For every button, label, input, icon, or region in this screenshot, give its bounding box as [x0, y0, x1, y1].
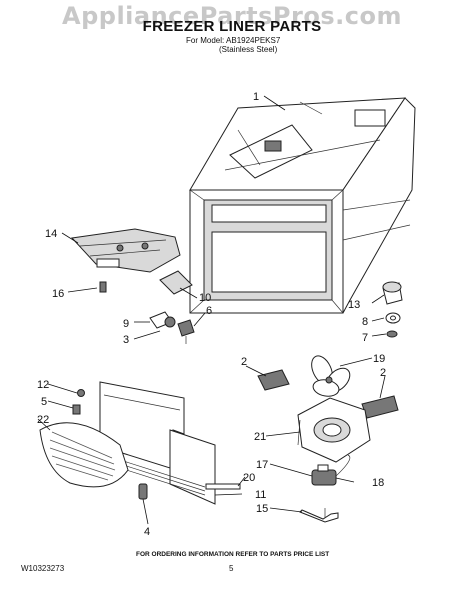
part-12-screw[interactable]	[77, 389, 85, 397]
callout-14: 14	[45, 228, 57, 240]
part-9-sensor[interactable]	[149, 311, 176, 329]
callout-16: 16	[52, 288, 64, 300]
part-14-evaporator-cover[interactable]	[70, 228, 181, 273]
part-16-screw[interactable]	[99, 281, 107, 293]
part-21-fan-housing[interactable]	[297, 397, 371, 463]
callout-12: 12	[37, 379, 49, 391]
watermark: AppliancePartsPros.com	[62, 2, 402, 30]
part-2-gasket-left[interactable]	[257, 369, 290, 391]
callout-15: 15	[256, 503, 268, 515]
part-7-retainer[interactable]	[386, 330, 398, 338]
document-code: W10323273	[21, 564, 65, 573]
ordering-note: FOR ORDERING INFORMATION REFER TO PARTS …	[136, 551, 330, 558]
callout-19: 19	[373, 353, 385, 365]
callout-22: 22	[37, 414, 49, 426]
callout-21: 21	[254, 431, 266, 443]
callout-9: 9	[123, 318, 129, 330]
callout-4: 4	[144, 526, 150, 538]
model-finish: (Stainless Steel)	[219, 45, 278, 54]
callout-10: 10	[199, 292, 211, 304]
callout-8: 8	[362, 316, 368, 328]
callout-3: 3	[123, 334, 129, 346]
part-4-socket[interactable]	[138, 483, 148, 500]
part-15-motor-bracket[interactable]	[299, 508, 339, 523]
callout-17: 17	[256, 459, 268, 471]
part-1-freezer-liner[interactable]	[189, 97, 416, 314]
callout-11: 11	[255, 489, 266, 501]
callout-18: 18	[372, 477, 384, 489]
part-5-clip[interactable]	[72, 404, 81, 415]
callout-5: 5	[41, 396, 47, 408]
page-number: 5	[229, 564, 234, 573]
callout-6: 6	[206, 305, 212, 317]
part-13-knob[interactable]	[382, 281, 403, 305]
callout-2b: 2	[380, 367, 386, 379]
leader-lines	[37, 95, 387, 525]
part-2-gasket-right[interactable]	[361, 395, 399, 419]
callout-1: 1	[253, 91, 259, 103]
part-20-strip[interactable]	[205, 483, 241, 490]
part-8-washer[interactable]	[385, 312, 401, 324]
part-22-vent-grille[interactable]	[39, 422, 129, 488]
page-title: FREEZER LINER PARTS	[142, 18, 322, 35]
part-19-fan-blade[interactable]	[308, 353, 355, 399]
callout-7: 7	[362, 332, 368, 344]
model-number: For Model: AB1924PEKS7	[186, 36, 281, 45]
callout-20: 20	[243, 472, 255, 484]
part-6-connector[interactable]	[177, 319, 195, 344]
part-10-label[interactable]	[159, 270, 193, 295]
callout-labels: 1 14 16 10 9 6 3 13 8 7 2 19 2 12 5 22 2…	[37, 91, 386, 538]
callout-13: 13	[348, 299, 360, 311]
part-17-fan-motor[interactable]	[311, 454, 351, 486]
callout-2a: 2	[241, 356, 247, 368]
